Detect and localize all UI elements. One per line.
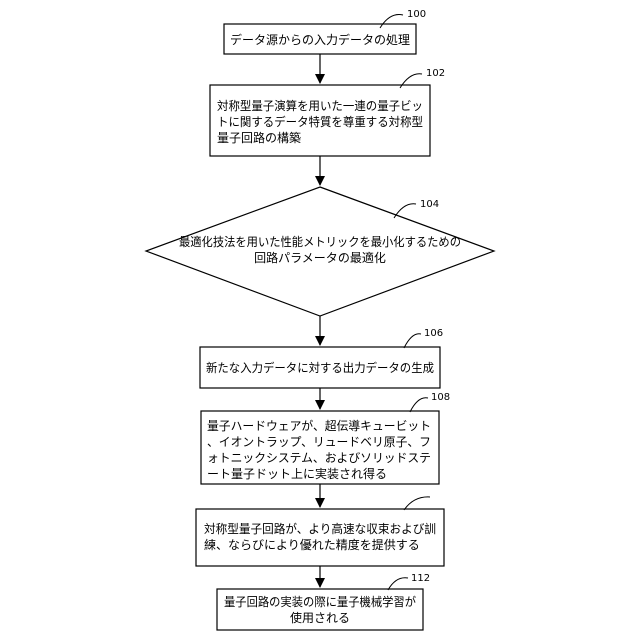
step-112-ref: 112 bbox=[411, 573, 430, 584]
step-110-line-1: 対称型量子回路が、より高速な収束および訓 bbox=[204, 521, 436, 536]
step-104-line-1: 最適化技法を用いた性能メトリックを最小化するための bbox=[179, 234, 461, 249]
reference-numeral-106: 106 bbox=[404, 328, 443, 348]
reference-numeral-110 bbox=[404, 497, 430, 510]
step-112-line-1: 量子回路の実装の際に量子機械学習が bbox=[224, 594, 416, 609]
step-104-ref: 104 bbox=[420, 199, 439, 210]
step-108-line-4: ート量子ドット上に実装され得る bbox=[207, 466, 387, 481]
step-box-108: 量子ハードウェアが、超伝導キュービット 、イオントラップ、リュードベリ原子、フ … bbox=[201, 411, 439, 484]
step-box-106: 新たな入力データに対する出力データの生成 bbox=[200, 347, 440, 388]
step-108-line-3: ォトニックシステム、およびソリッドステ bbox=[207, 451, 431, 465]
step-100-ref: 100 bbox=[407, 9, 426, 20]
step-102-line-3: 量子回路の構築 bbox=[217, 130, 301, 145]
step-diamond-104: 最適化技法を用いた性能メトリックを最小化するための 回路パラメータの最適化 bbox=[146, 187, 494, 316]
step-108-line-2: 、イオントラップ、リュードベリ原子、フ bbox=[207, 435, 431, 449]
step-108-ref: 108 bbox=[431, 392, 450, 403]
step-box-102: 対称型量子演算を用いた一連の量子ビッ トに関するデータ特質を尊重する対称型 量子… bbox=[210, 85, 430, 156]
step-102-line-1: 対称型量子演算を用いた一連の量子ビッ bbox=[217, 98, 423, 113]
step-box-110: 対称型量子回路が、より高速な収束および訓 練、ならびにより優れた精度を提供する bbox=[196, 509, 444, 566]
step-box-112: 量子回路の実装の際に量子機械学習が 使用される bbox=[217, 589, 423, 630]
reference-numeral-104: 104 bbox=[394, 199, 439, 218]
step-112-line-2: 使用される bbox=[290, 610, 350, 625]
step-108-line-1: 量子ハードウェアが、超伝導キュービット bbox=[207, 418, 431, 433]
reference-numeral-112: 112 bbox=[388, 573, 430, 590]
step-100-line-1: データ源からの入力データの処理 bbox=[230, 32, 410, 47]
step-104-line-2: 回路パラメータの最適化 bbox=[254, 250, 386, 265]
step-102-ref: 102 bbox=[426, 68, 445, 79]
step-box-100: データ源からの入力データの処理 bbox=[224, 24, 416, 54]
step-106-ref: 106 bbox=[424, 328, 443, 339]
reference-numeral-108: 108 bbox=[410, 392, 450, 412]
step-102-line-2: トに関するデータ特質を尊重する対称型 bbox=[217, 114, 423, 129]
step-106-line-1: 新たな入力データに対する出力データの生成 bbox=[206, 360, 434, 375]
step-110-line-2: 練、ならびにより優れた精度を提供する bbox=[204, 537, 420, 552]
